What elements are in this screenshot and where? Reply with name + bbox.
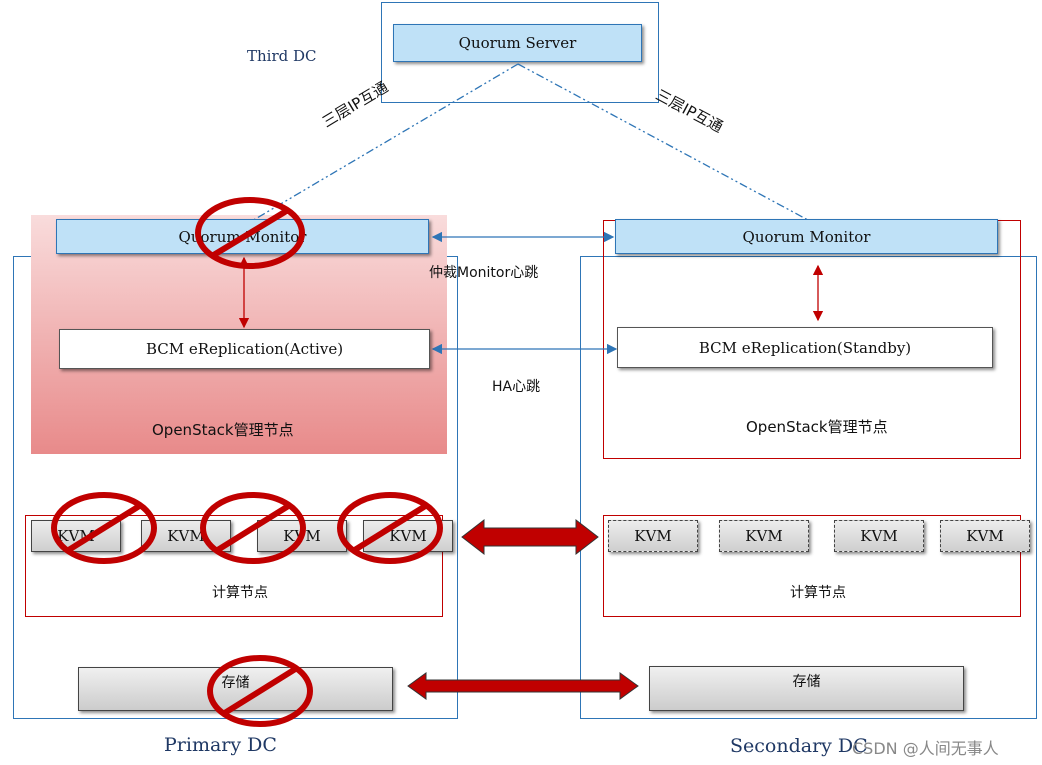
failure-mark-quorum-monitor [195, 197, 305, 269]
l3-link-right [517, 63, 809, 221]
secondary-kvm-4[interactable]: KVM [940, 520, 1030, 552]
secondary-kvm-1[interactable]: KVM [608, 520, 698, 552]
compute-replication-arrow [461, 518, 599, 556]
primary-dc-name: Primary DC [164, 734, 277, 756]
failure-mark-kvm-3 [337, 492, 443, 564]
storage-replication-arrow [407, 672, 639, 700]
failure-mark-storage [207, 655, 313, 727]
secondary-dc-box [580, 256, 1037, 719]
secondary-kvm-2[interactable]: KVM [719, 520, 809, 552]
primary-bcm-ereplication[interactable]: BCM eReplication(Active) [59, 329, 430, 369]
secondary-compute-zone [603, 515, 1021, 617]
secondary-quorum-monitor[interactable]: Quorum Monitor [615, 219, 998, 254]
secondary-openstack-label: OpenStack管理节点 [746, 418, 888, 436]
watermark: CSDN @人间无事人 [852, 739, 999, 758]
failure-mark-kvm-2 [200, 492, 306, 564]
secondary-kvm-3[interactable]: KVM [834, 520, 924, 552]
third-dc-label: Third DC [247, 47, 317, 65]
quorum-server[interactable]: Quorum Server [393, 24, 642, 62]
third-dc-box [381, 2, 659, 103]
ha-heartbeat-label: HA心跳 [492, 379, 541, 395]
primary-compute-label: 计算节点 [212, 585, 268, 601]
failure-mark-kvm-1 [51, 492, 157, 564]
secondary-dc-name: Secondary DC [730, 735, 868, 757]
l3-link-left [239, 63, 519, 229]
primary-compute-zone [25, 515, 443, 617]
secondary-storage[interactable]: 存储 [649, 666, 964, 711]
monitor-heartbeat-label: 仲裁Monitor心跳 [429, 265, 539, 281]
primary-openstack-label: OpenStack管理节点 [152, 421, 294, 439]
secondary-bcm-ereplication[interactable]: BCM eReplication(Standby) [617, 327, 993, 368]
secondary-compute-label: 计算节点 [790, 585, 846, 601]
